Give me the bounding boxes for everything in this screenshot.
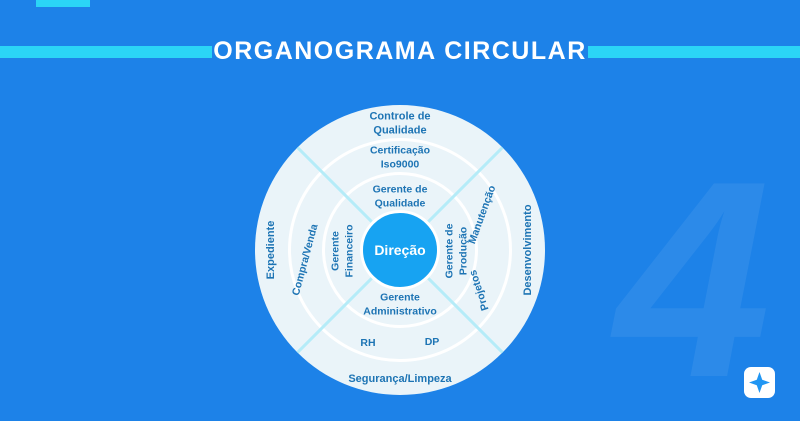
title-rule-right: [588, 46, 800, 58]
brand-star-icon: [749, 372, 770, 393]
outer-ring-bottom-label: Segurança/Limpeza: [348, 372, 452, 385]
center-circle: Direção: [360, 210, 440, 290]
top-accent-strip: [36, 0, 90, 7]
inner-ring-bottom-label: Gerente Administrativo: [363, 291, 437, 317]
middle-ring-bottom-left-label: RH: [360, 337, 376, 350]
outer-ring-top-label: Controle de Qualidade: [369, 110, 431, 137]
inner-ring-top-label: Gerente de Qualidade: [372, 183, 428, 209]
middle-ring-bottom-right-label: DP: [424, 336, 440, 349]
center-label: Direção: [374, 242, 426, 258]
middle-ring-top-label: Certificação Iso9000: [369, 144, 431, 170]
page-title: ORGANOGRAMA CIRCULAR: [213, 37, 587, 65]
title-rule-left: [0, 46, 212, 58]
brand-logo: [744, 367, 775, 398]
inner-ring-right-label: Gerente de Produção: [443, 223, 469, 279]
inner-ring-left-label: Gerente Financeiro: [329, 224, 355, 278]
outer-ring-left-label: Expediente: [264, 220, 277, 280]
outer-ring-right-label: Desenvolvimento: [521, 204, 534, 296]
